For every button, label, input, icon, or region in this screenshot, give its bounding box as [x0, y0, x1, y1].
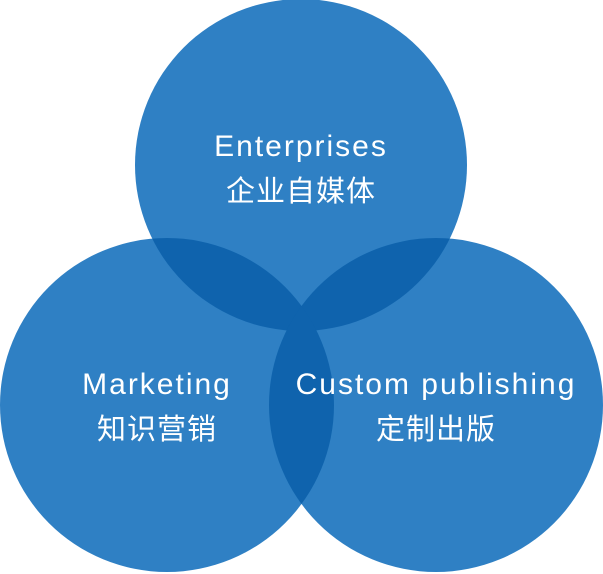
- label-marketing: Marketing 知识营销: [82, 368, 232, 446]
- label-enterprises: Enterprises 企业自媒体: [214, 130, 388, 208]
- overlap-top-right: [269, 238, 467, 331]
- label-marketing-en: Marketing: [82, 368, 232, 401]
- overlap-top-left: [135, 238, 334, 331]
- label-custom-publishing-en: Custom publishing: [295, 368, 577, 401]
- label-enterprises-zh: 企业自媒体: [225, 174, 377, 208]
- label-enterprises-en: Enterprises: [214, 130, 388, 163]
- label-marketing-zh: 知识营销: [96, 412, 217, 446]
- label-custom-publishing-zh: 定制出版: [375, 412, 497, 446]
- label-custom-publishing: Custom publishing 定制出版: [296, 368, 577, 446]
